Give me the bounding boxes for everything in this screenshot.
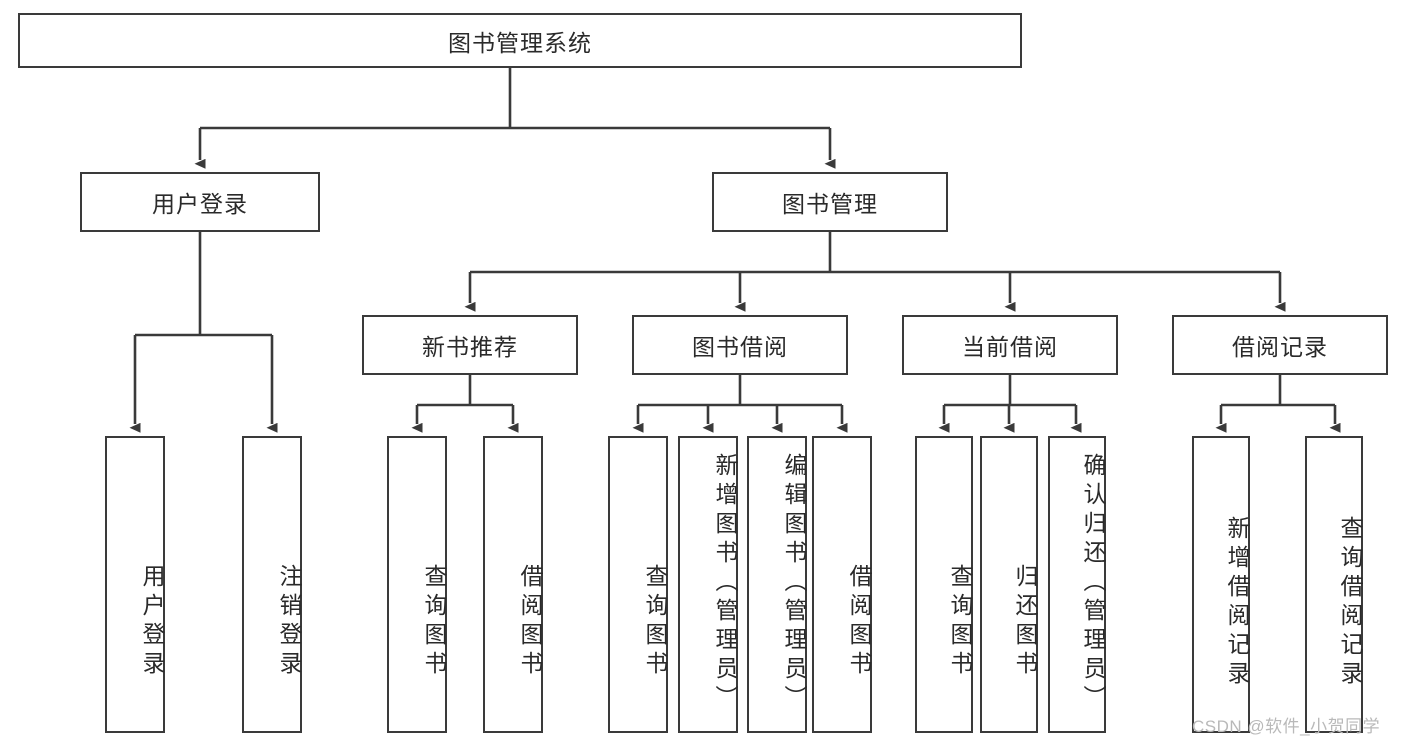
node-label: 确认归还（管理员） (1080, 453, 1106, 714)
node-label: 新书推荐 (422, 334, 518, 360)
node-label: 用户登录 (139, 563, 165, 680)
leaf-book-borrow-borrow-book[interactable]: 借阅图书 (812, 436, 872, 733)
node-label: 归还图书 (1012, 563, 1038, 680)
node-book-borrow[interactable]: 图书借阅 (632, 315, 848, 375)
node-label: 新增借阅记录 (1224, 515, 1250, 690)
node-current-borrow[interactable]: 当前借阅 (902, 315, 1118, 375)
node-label: 用户登录 (152, 191, 248, 217)
node-label: 注销登录 (276, 563, 302, 680)
leaf-current-borrow-query-book[interactable]: 查询图书 (915, 436, 973, 733)
node-label: 借阅图书 (846, 563, 872, 680)
leaf-current-borrow-confirm-return-admin[interactable]: 确认归还（管理员） (1048, 436, 1106, 733)
node-label: 图书管理系统 (448, 29, 592, 56)
leaf-book-borrow-edit-book-admin[interactable]: 编辑图书（管理员） (747, 436, 807, 733)
node-borrow-record[interactable]: 借阅记录 (1172, 315, 1388, 375)
node-label: 新增图书（管理员） (712, 453, 738, 714)
node-book-management[interactable]: 图书管理 (712, 172, 948, 232)
leaf-book-borrow-query-book[interactable]: 查询图书 (608, 436, 668, 733)
node-label: 图书管理 (782, 191, 878, 217)
node-label: 借阅记录 (1232, 334, 1328, 360)
node-root-book-management-system[interactable]: 图书管理系统 (18, 13, 1022, 68)
node-label: 图书借阅 (692, 334, 788, 360)
csdn-watermark: CSDN @软件_小贺同学 (1192, 717, 1381, 736)
leaf-book-borrow-add-book-admin[interactable]: 新增图书（管理员） (678, 436, 738, 733)
node-label: 编辑图书（管理员） (781, 453, 807, 714)
node-label: 当前借阅 (962, 334, 1058, 360)
node-label: 查询图书 (421, 563, 447, 680)
node-label: 查询图书 (642, 563, 668, 680)
leaf-new-book-borrow-book[interactable]: 借阅图书 (483, 436, 543, 733)
node-user-login[interactable]: 用户登录 (80, 172, 320, 232)
leaf-borrow-record-add-record[interactable]: 新增借阅记录 (1192, 436, 1250, 733)
leaf-new-book-query-book[interactable]: 查询图书 (387, 436, 447, 733)
node-label: 查询借阅记录 (1337, 515, 1363, 690)
leaf-borrow-record-query-record[interactable]: 查询借阅记录 (1305, 436, 1363, 733)
leaf-user-login-logout[interactable]: 注销登录 (242, 436, 302, 733)
leaf-current-borrow-return-book[interactable]: 归还图书 (980, 436, 1038, 733)
leaf-user-login-login[interactable]: 用户登录 (105, 436, 165, 733)
node-label: 查询图书 (947, 563, 973, 680)
node-new-book-recommend[interactable]: 新书推荐 (362, 315, 578, 375)
node-label: 借阅图书 (517, 563, 543, 680)
